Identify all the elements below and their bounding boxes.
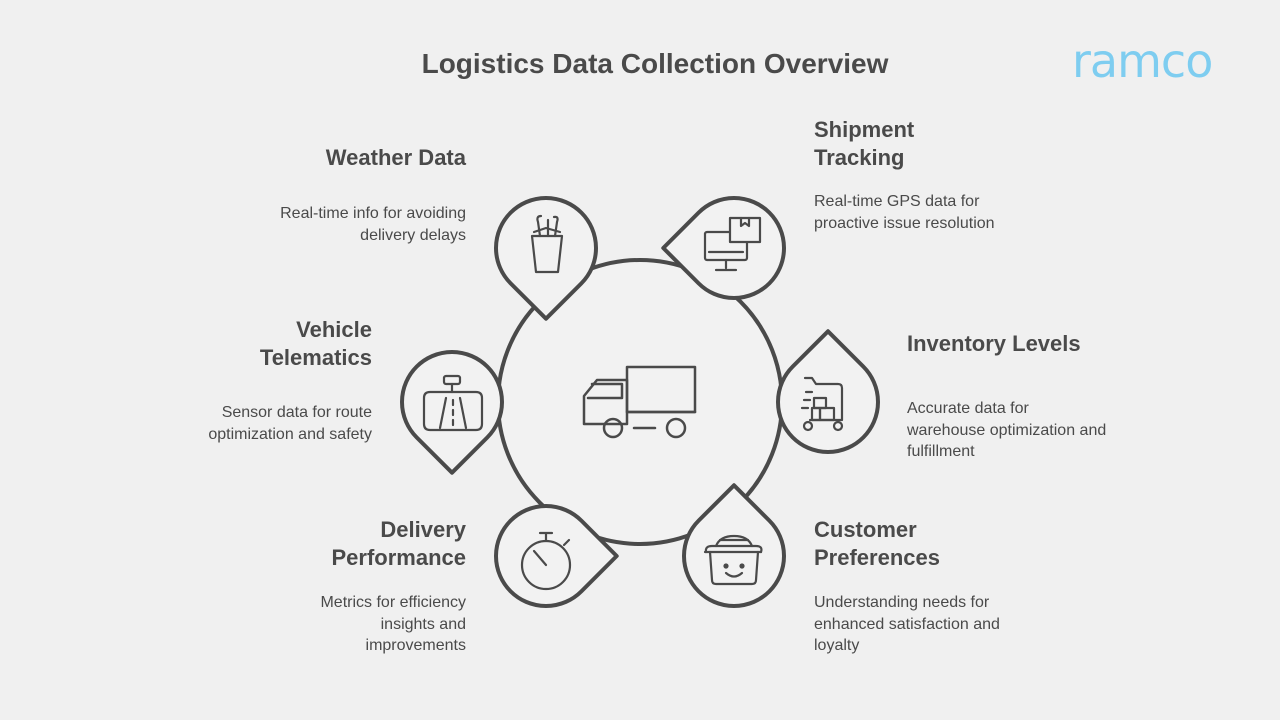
delivery-performance-heading: Delivery Performance	[331, 517, 466, 570]
inventory-levels-bubble	[776, 329, 880, 454]
delivery-performance-description: Metrics for efficiency insights and impr…	[320, 594, 466, 654]
weather-data-description: Real-time info for avoiding delivery del…	[280, 205, 466, 244]
vehicle-telematics-description: Sensor data for route optimization and s…	[208, 404, 372, 443]
shipment-tracking-heading: Shipment Tracking	[814, 117, 915, 170]
customer-preferences-description: Understanding needs for enhanced satisfa…	[814, 594, 1000, 654]
inventory-levels-heading: Inventory Levels	[907, 331, 1081, 356]
weather-data-heading: Weather Data	[325, 145, 466, 170]
stopwatch-icon	[520, 531, 572, 591]
delivery-performance-bubble	[494, 504, 619, 608]
monitor-package-icon	[703, 216, 762, 272]
page-title: Logistics Data Collection Overview	[421, 48, 889, 79]
inventory-levels-description: Accurate data for warehouse optimization…	[907, 400, 1107, 460]
shipment-tracking-description: Real-time GPS data for proactive issue r…	[814, 193, 995, 232]
customer-preferences-heading: Customer Preferences	[814, 517, 940, 570]
vehicle-telematics-heading: Vehicle Telematics	[259, 317, 372, 370]
warehouse-cart-icon	[800, 376, 844, 432]
smiling-basket-icon	[703, 534, 763, 586]
dashboard-screen-icon	[422, 374, 484, 432]
umbrella-cup-icon	[530, 214, 564, 274]
truck-icon	[582, 365, 697, 439]
weather-data-bubble	[494, 196, 598, 321]
ramco-logo: ramco	[1072, 34, 1213, 88]
